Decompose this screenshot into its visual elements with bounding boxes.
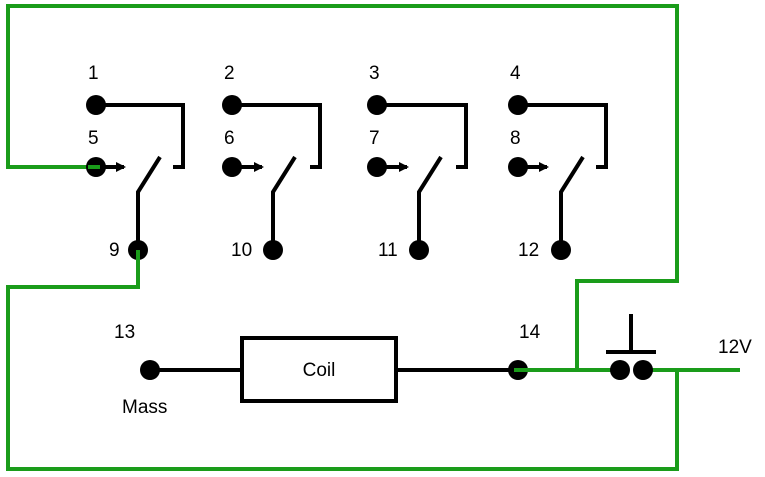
contact-10-armature	[271, 155, 297, 246]
terminal-12	[551, 240, 571, 260]
terminal-11	[409, 240, 429, 260]
coil-circuit	[150, 336, 518, 403]
contact-4-wire	[518, 103, 608, 169]
terminal-10	[263, 240, 283, 260]
pin-label-5: 5	[88, 128, 99, 149]
pin-label-3: 3	[369, 63, 380, 84]
pin-label-9: 9	[109, 240, 120, 261]
terminal-3	[367, 95, 387, 115]
coil-label: Coil	[303, 360, 336, 381]
contact-12-armature	[559, 155, 585, 246]
terminal-7	[367, 157, 387, 177]
terminal-4	[508, 95, 528, 115]
terminal-13	[140, 360, 160, 380]
pin-label-7: 7	[369, 128, 380, 149]
pin-label-8: 8	[510, 128, 521, 149]
pin-label-1: 1	[88, 63, 99, 84]
contact-1-wire	[96, 103, 185, 169]
contact-3-wire	[377, 103, 468, 169]
green-wires	[6, 4, 740, 471]
pin-label-4: 4	[510, 63, 521, 84]
pin-label-6: 6	[224, 128, 235, 149]
contact-2-wire	[232, 103, 322, 169]
labels: 1 2 3 4 5 6 7 8 9 10 11 12 13 14 Coil Ma…	[88, 63, 752, 418]
relay-contacts	[96, 103, 608, 246]
pin-label-11: 11	[378, 240, 398, 261]
pin-label-13: 13	[114, 322, 135, 343]
push-button-switch	[606, 314, 656, 380]
switch-contact-right	[633, 360, 653, 380]
green-terminal-overlays	[88, 165, 528, 372]
contact-11-armature	[417, 155, 443, 246]
contact-9-armature	[136, 155, 162, 246]
pin-label-12: 12	[518, 240, 539, 261]
terminals	[86, 95, 571, 380]
wire-pin5-loop	[6, 4, 679, 370]
pin-label-14: 14	[519, 322, 541, 343]
switch-contact-left	[610, 360, 630, 380]
supply-12v-label: 12V	[718, 337, 752, 358]
wire-pin9-loop	[6, 250, 679, 471]
mass-label: Mass	[122, 397, 167, 418]
terminal-8	[508, 157, 528, 177]
terminal-1	[86, 95, 106, 115]
terminal-2	[222, 95, 242, 115]
terminal-6	[222, 157, 242, 177]
pin-label-2: 2	[224, 63, 235, 84]
pin-label-10: 10	[231, 240, 252, 261]
